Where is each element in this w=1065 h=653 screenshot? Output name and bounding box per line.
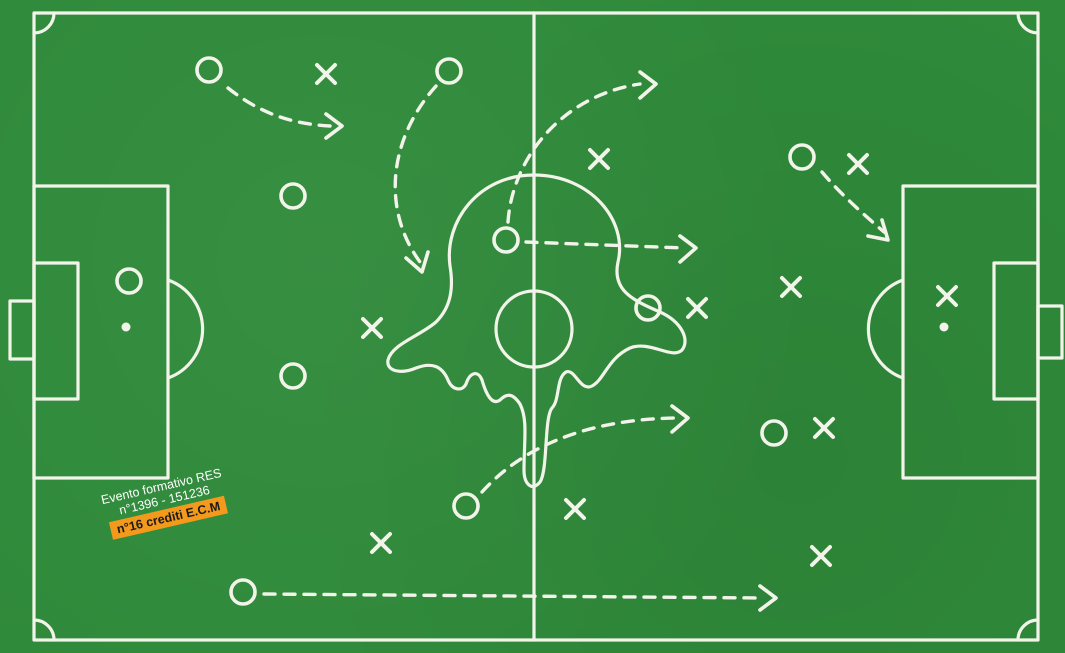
cross-player-icon bbox=[372, 534, 390, 552]
circle-player-icon bbox=[494, 228, 518, 252]
cross-player-icon bbox=[688, 299, 706, 317]
circle-player-icon bbox=[762, 421, 786, 445]
dashed-arrow-icon bbox=[482, 406, 688, 492]
right-penalty-spot bbox=[940, 323, 949, 332]
left-goal-area bbox=[34, 263, 78, 399]
corner-arc-top-right bbox=[1018, 13, 1038, 33]
dashed-arrow-icon bbox=[395, 86, 436, 272]
cross-player-icon bbox=[590, 150, 608, 168]
circle-player-icon bbox=[197, 58, 221, 82]
cross-player-icon bbox=[317, 65, 335, 83]
dashed-arrow-icon bbox=[264, 586, 776, 610]
left-penalty-arc bbox=[168, 280, 203, 378]
tentacle-creature-icon bbox=[388, 175, 685, 486]
circle-player-icon bbox=[281, 364, 305, 388]
left-goal bbox=[10, 301, 34, 359]
circle-player-icon bbox=[437, 59, 461, 83]
circle-player-icon bbox=[454, 494, 478, 518]
cross-player-icon bbox=[815, 419, 833, 437]
left-penalty-area bbox=[34, 186, 168, 478]
cross-player-icon bbox=[782, 278, 800, 296]
circle-player-icon bbox=[231, 580, 255, 604]
cross-player-icon bbox=[849, 155, 867, 173]
dashed-arrow-icon bbox=[508, 72, 656, 222]
circle-player-icon bbox=[281, 184, 305, 208]
corner-arc-bottom-left bbox=[34, 620, 54, 640]
right-goal bbox=[1038, 306, 1062, 358]
cross-player-icon bbox=[363, 319, 381, 337]
right-penalty-arc bbox=[868, 280, 903, 378]
pitch-boundary bbox=[34, 13, 1038, 640]
cross-player-icon bbox=[812, 547, 830, 565]
circle-player-icon bbox=[117, 269, 141, 293]
corner-arc-top-left bbox=[34, 13, 54, 33]
dashed-arrow-icon bbox=[526, 236, 696, 262]
corner-arc-bottom-right bbox=[1018, 620, 1038, 640]
dashed-arrow-icon bbox=[822, 172, 888, 240]
right-penalty-area bbox=[903, 186, 1038, 478]
circle-player-icon bbox=[790, 145, 814, 169]
cross-player-icon bbox=[566, 500, 584, 518]
dashed-arrow-icon bbox=[228, 88, 342, 138]
left-penalty-spot bbox=[122, 323, 131, 332]
right-goal-area bbox=[994, 263, 1038, 399]
cross-player-icon bbox=[938, 287, 956, 305]
